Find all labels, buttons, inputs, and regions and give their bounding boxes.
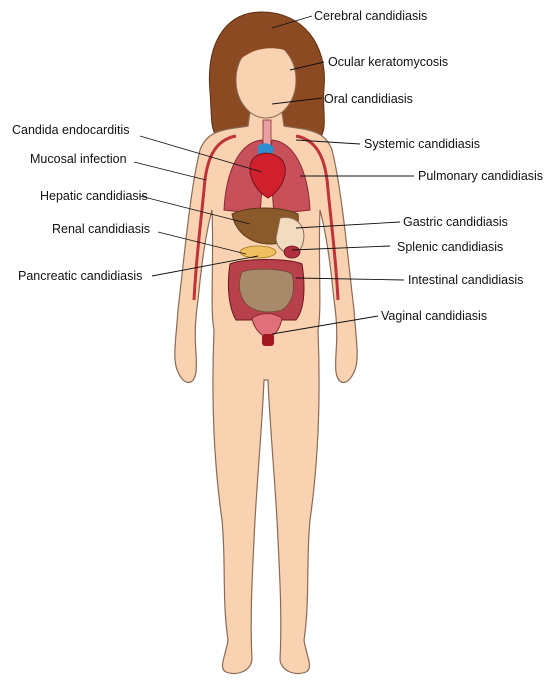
- label-mucosal: Mucosal infection: [30, 152, 127, 166]
- label-vaginal: Vaginal candidiasis: [381, 309, 487, 323]
- label-splenic: Splenic candidiasis: [397, 240, 503, 254]
- label-cerebral: Cerebral candidiasis: [314, 9, 427, 23]
- label-ocular: Ocular keratomycosis: [328, 55, 448, 69]
- vagina: [262, 334, 274, 346]
- label-hepatic: Hepatic candidiasis: [40, 189, 148, 203]
- small-intestine: [239, 269, 293, 312]
- label-oral: Oral candidiasis: [324, 92, 413, 106]
- label-endocarditis: Candida endocarditis: [12, 123, 129, 137]
- label-renal: Renal candidiasis: [52, 222, 150, 236]
- label-intestinal: Intestinal candidiasis: [408, 273, 523, 287]
- label-systemic: Systemic candidiasis: [364, 137, 480, 151]
- spleen: [284, 246, 300, 258]
- label-pulmonary: Pulmonary candidiasis: [418, 169, 543, 183]
- label-gastric: Gastric candidiasis: [403, 215, 508, 229]
- label-pancreatic: Pancreatic candidiasis: [18, 269, 142, 283]
